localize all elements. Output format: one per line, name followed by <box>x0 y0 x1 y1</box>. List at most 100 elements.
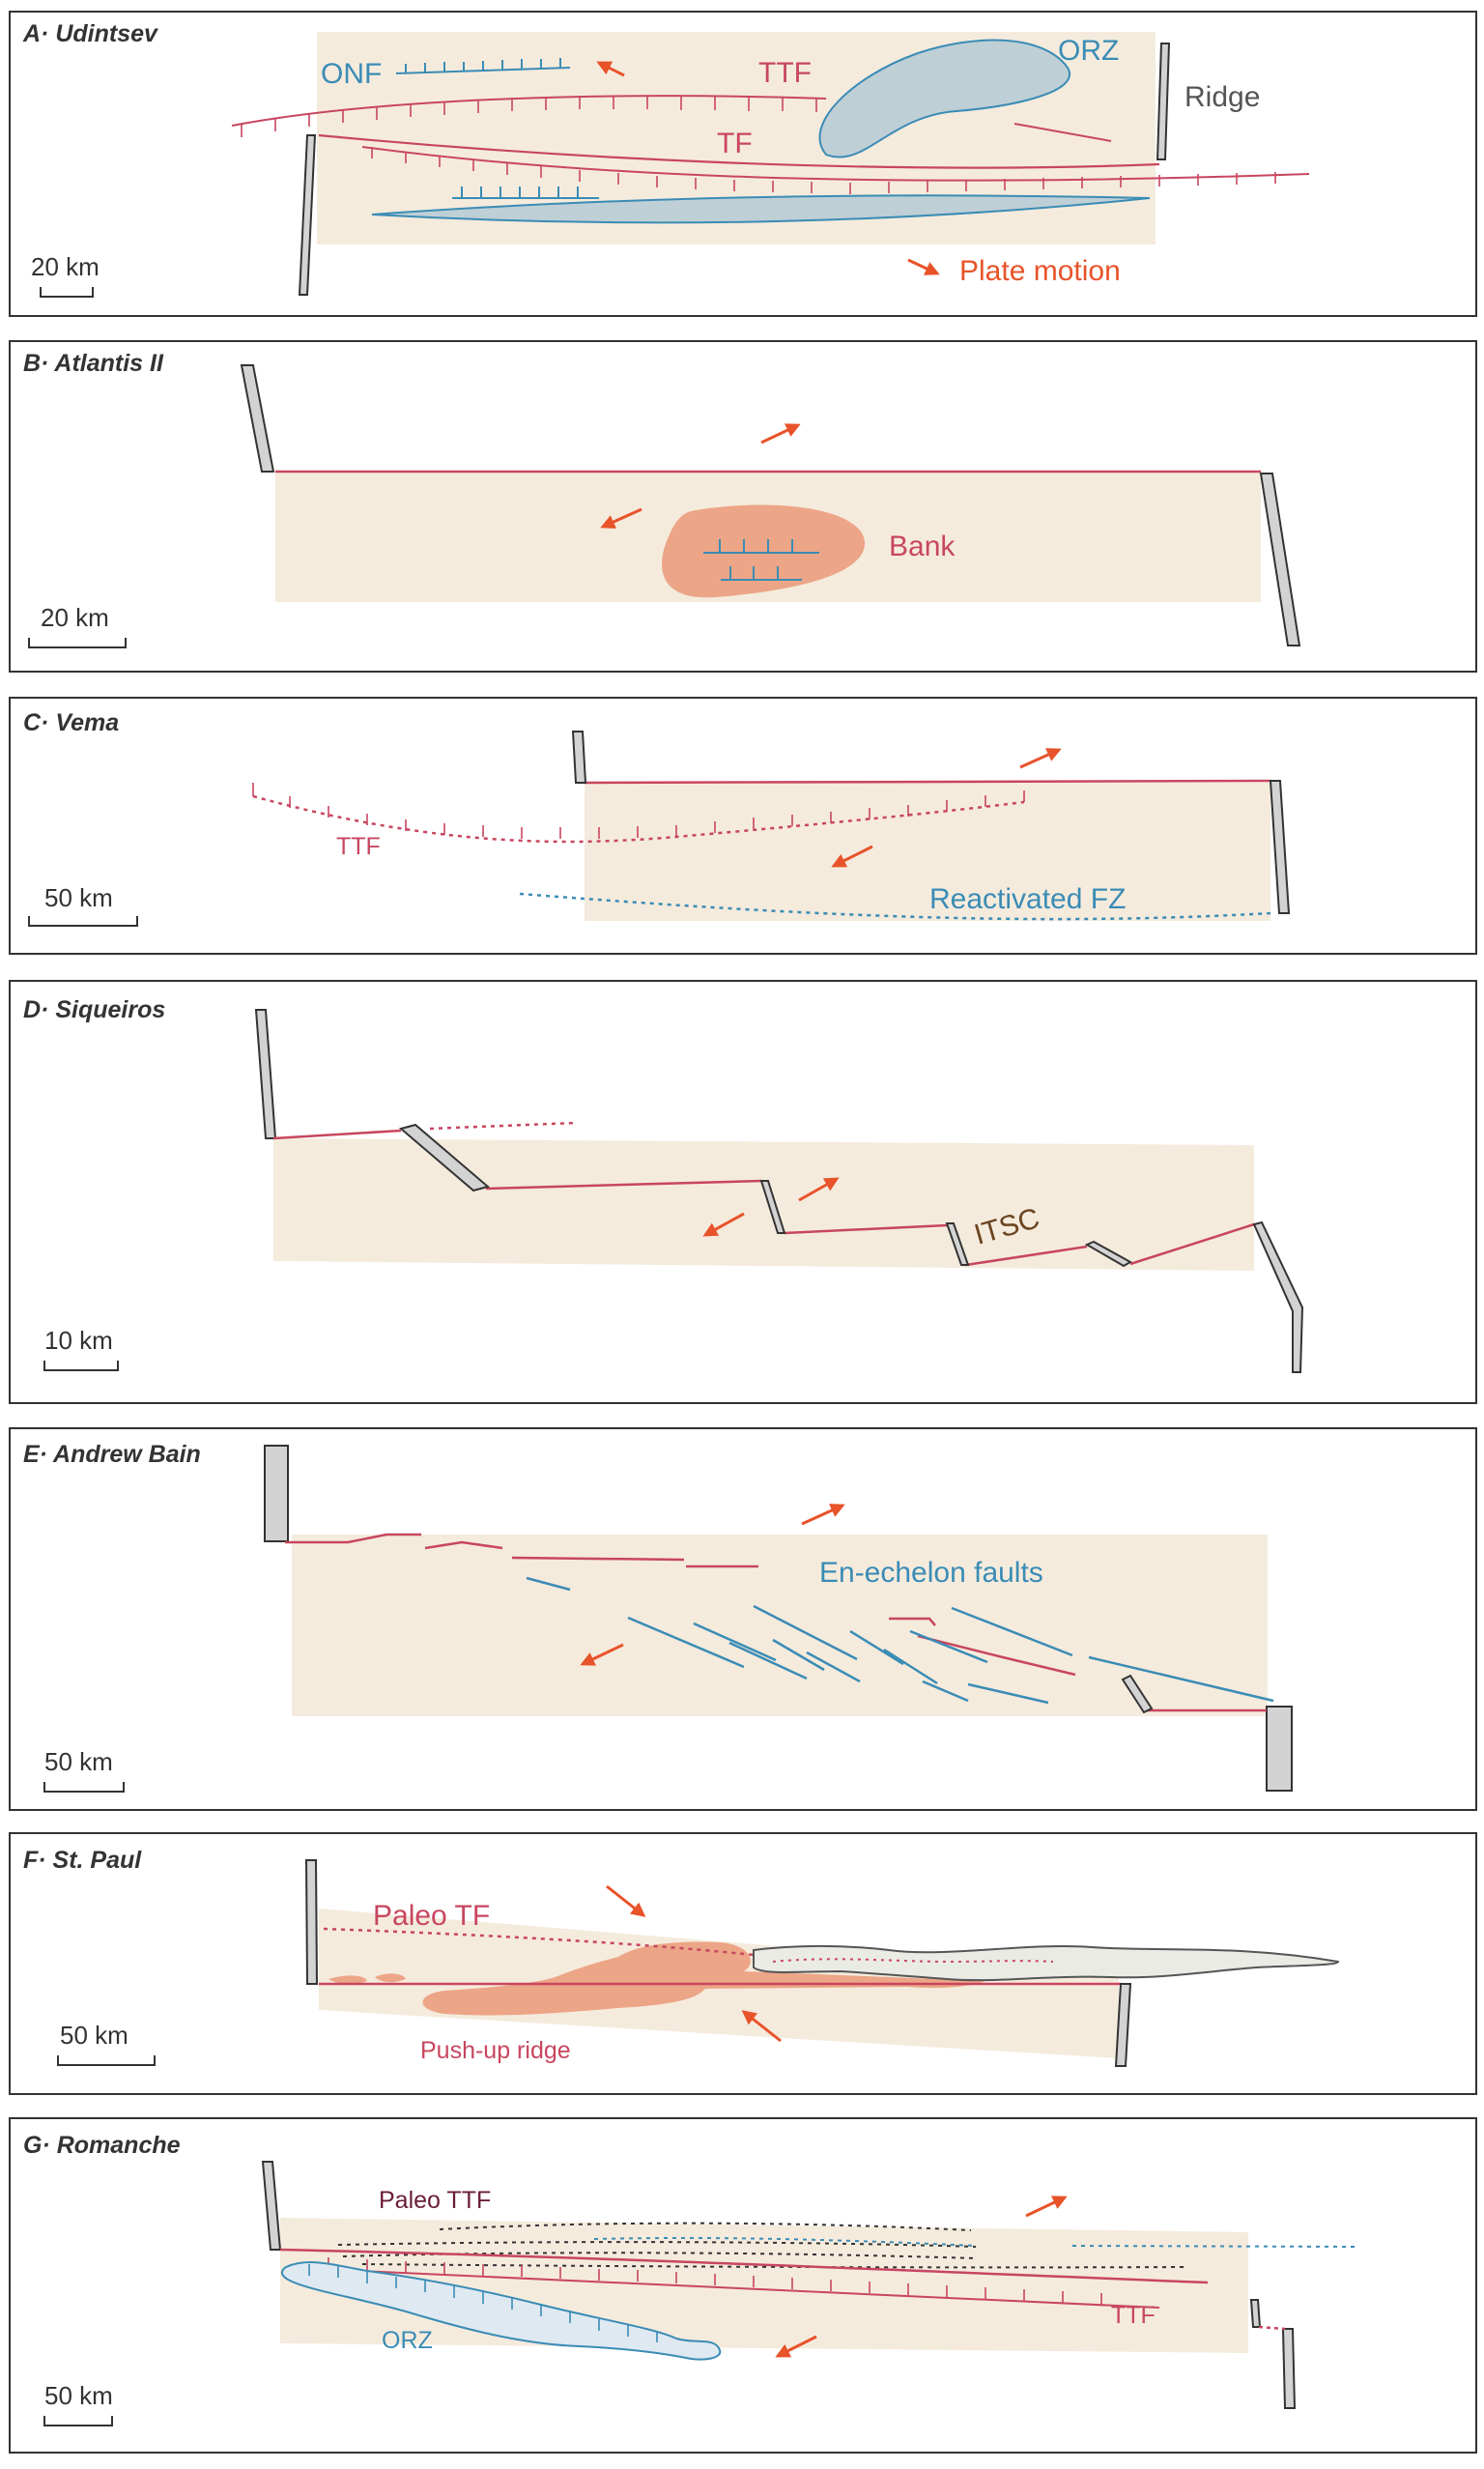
ttf-label: TTF <box>758 57 812 89</box>
push-up-ridge-label: Push-up ridge <box>420 2037 571 2064</box>
panel-g-frame <box>9 2117 1477 2454</box>
plate-motion-arrow <box>1019 748 1062 769</box>
plate-motion-arrow <box>831 845 873 868</box>
ridge-segment-east <box>1249 2299 1262 2328</box>
reactivated-fz-label: Reactivated FZ <box>929 883 1126 915</box>
scale-label: 20 km <box>41 603 109 632</box>
orz-body <box>818 39 1070 158</box>
panel-f-frame <box>9 1832 1477 2095</box>
scale-bar <box>43 2416 113 2426</box>
scale-label: 50 km <box>44 1747 113 1776</box>
bank-label: Bank <box>889 531 956 562</box>
onf-label: ONF <box>321 58 382 90</box>
grey-ridge-inner-dotted <box>772 1958 1054 1964</box>
panel-e: E· Andrew Bain En-echelon faults 50 km <box>9 1427 1477 1811</box>
transform-zone <box>292 1535 1268 1716</box>
tf-fault <box>318 133 1160 169</box>
en-echelon-label: En-echelon faults <box>819 1557 1043 1589</box>
paleo-ttf-label: Paleo TTF <box>379 2187 491 2214</box>
lower-blue-lens <box>371 194 1151 224</box>
scale-label: 50 km <box>44 883 113 912</box>
ridge-segment-east <box>1269 780 1291 914</box>
panel-g-title: G· Romanche <box>23 2132 181 2159</box>
scale-label: 20 km <box>31 252 100 281</box>
ridge-segment-east <box>1156 43 1171 160</box>
spreading-segment <box>759 1180 786 1234</box>
scale-label: 10 km <box>44 1326 113 1355</box>
scale-bar <box>43 1361 119 1371</box>
panel-c-title: C· Vema <box>23 709 119 736</box>
spreading-segment <box>398 1123 491 1192</box>
ridge-segment-east <box>1114 1983 1132 2067</box>
panel-c-frame <box>9 697 1477 955</box>
panel-f: F· St. Paul Paleo TF Push-up ridge 50 km <box>9 1832 1477 2095</box>
plate-motion-arrow <box>798 1177 840 1202</box>
transform-fault-segments <box>272 1129 1255 1267</box>
plate-motion-arrow <box>580 1643 624 1666</box>
legend-arrow-icon <box>907 258 940 275</box>
ridge-segment-west <box>264 1445 289 1542</box>
tf-lower-ticks <box>371 147 1276 194</box>
orz-label: ORZ <box>1058 35 1119 67</box>
plate-motion-arrow <box>702 1212 745 1237</box>
ridge-segment-east <box>1252 1220 1304 1373</box>
red-fault-segments <box>285 1533 1267 1712</box>
panel-c: C· Vema TTF Reactivated FZ 50 km <box>9 697 1477 955</box>
tf-label: TF <box>717 128 753 159</box>
en-echelon-faults <box>526 1576 1274 1705</box>
ridge-segment-west <box>304 1859 319 1985</box>
tf-lower-fault <box>361 146 1310 182</box>
spreading-segment <box>1121 1674 1154 1714</box>
scale-bar <box>28 638 127 648</box>
panel-e-title: E· Andrew Bain <box>23 1441 201 1468</box>
onf-fault <box>395 58 571 74</box>
panel-d: D· Siqueiros ITSC 10 km <box>9 980 1477 1404</box>
panel-d-title: D· Siqueiros <box>23 996 165 1023</box>
plate-motion-arrow <box>606 1884 646 1917</box>
push-up-ridge-body <box>422 1941 985 2016</box>
ttf-label: TTF <box>1111 2302 1156 2329</box>
scale-bar <box>43 1782 125 1793</box>
plate-motion-label: Plate motion <box>959 255 1121 287</box>
dotted-extension <box>429 1121 576 1131</box>
bank-body <box>662 504 866 598</box>
ridge-segment-west <box>261 2161 282 2251</box>
ridge-segment-east <box>1266 1706 1293 1792</box>
panel-d-frame <box>9 980 1477 1404</box>
orz-body <box>280 2261 722 2361</box>
plate-motion-arrow <box>760 423 801 445</box>
ridge-segment-west <box>298 134 317 296</box>
ridge-segment-west <box>254 1009 277 1139</box>
blue-normal-fault <box>452 187 599 199</box>
transform-zone <box>585 783 1270 921</box>
plate-motion-arrow <box>600 507 642 529</box>
scale-bar <box>28 916 138 927</box>
panel-a-frame <box>9 11 1477 317</box>
scale-bar <box>40 287 94 298</box>
ridge-segment-west <box>240 364 275 473</box>
orz-label: ORZ <box>382 2327 433 2354</box>
ttf-dotted-fault <box>252 794 1025 844</box>
transform-fault <box>584 779 1271 785</box>
panel-g: G· Romanche Paleo TTF TTF ORZ 50 km <box>9 2117 1477 2454</box>
grey-ridge-body <box>753 1944 1340 1982</box>
panel-f-title: F· St. Paul <box>23 1847 142 1874</box>
transform-zone <box>273 1138 1254 1271</box>
ttf-ticks <box>252 783 1025 839</box>
plate-motion-arrow <box>801 1504 845 1526</box>
scale-bar <box>57 2055 156 2066</box>
spreading-segment <box>1084 1240 1133 1268</box>
ridge-label: Ridge <box>1184 81 1260 113</box>
ridge-segment-east <box>1281 2328 1297 2409</box>
bank-normal-faults <box>703 539 819 581</box>
dotted-connector <box>1258 2325 1286 2331</box>
plate-motion-arrow <box>775 2335 817 2358</box>
plate-motion-arrow <box>741 2010 782 2043</box>
reactivated-fz-line <box>519 892 1271 921</box>
ttf-fault <box>318 2268 1160 2309</box>
ridge-segment-west <box>571 731 587 784</box>
ridge-segment-east <box>1259 473 1301 646</box>
orz-ticks <box>308 2264 658 2342</box>
panel-b-frame <box>9 340 1477 673</box>
